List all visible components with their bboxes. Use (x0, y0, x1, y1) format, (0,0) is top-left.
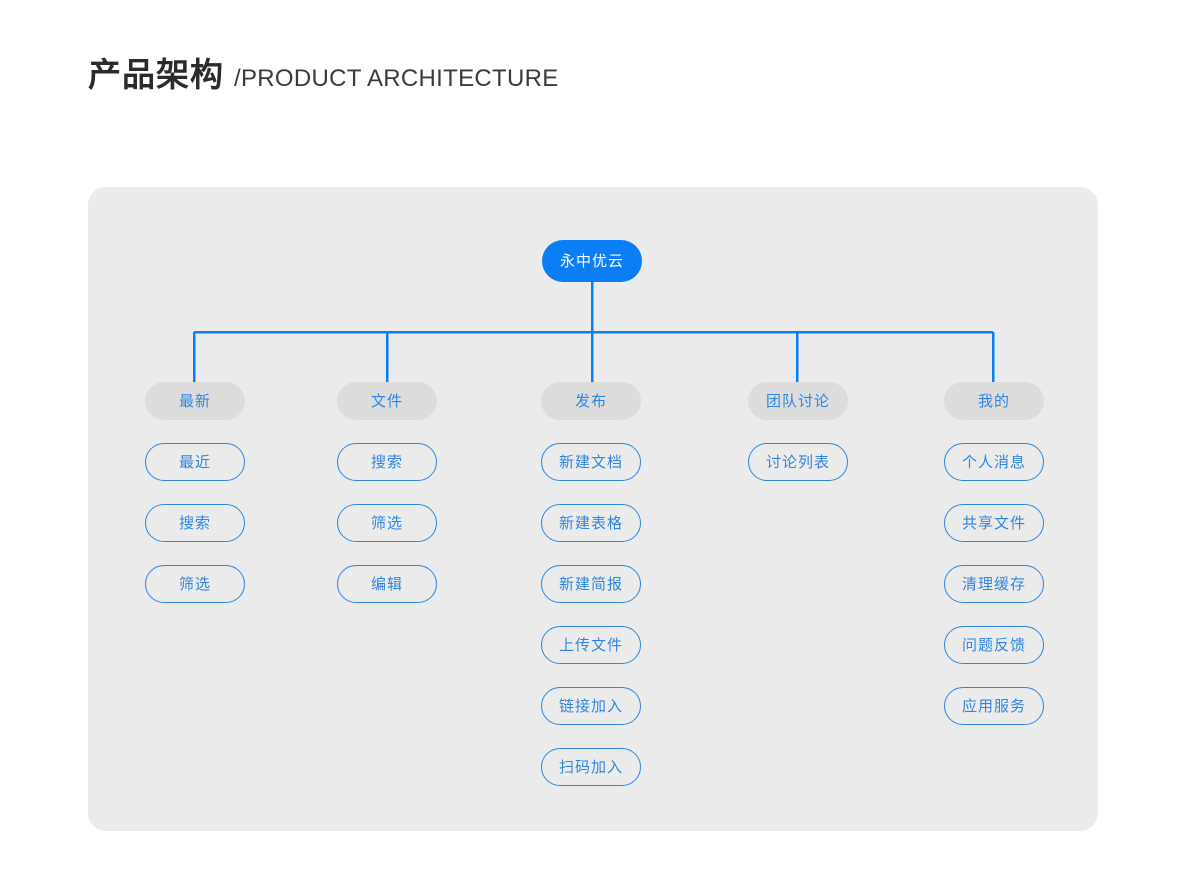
node-leaf-files-1[interactable]: 筛选 (337, 504, 437, 542)
node-leaf-mine-3[interactable]: 问题反馈 (944, 626, 1044, 664)
node-leaf-publish-1[interactable]: 新建表格 (541, 504, 641, 542)
node-leaf-mine-1[interactable]: 共享文件 (944, 504, 1044, 542)
node-branch-team-discussion[interactable]: 团队讨论 (748, 382, 848, 420)
node-leaf-label: 扫码加入 (558, 758, 623, 776)
node-leaf-publish-3[interactable]: 上传文件 (541, 626, 641, 664)
node-leaf-files-2[interactable]: 编辑 (337, 565, 437, 603)
node-leaf-label: 个人消息 (961, 453, 1026, 471)
node-leaf-label: 搜索 (370, 453, 403, 471)
node-leaf-label: 编辑 (370, 575, 403, 593)
node-leaf-label: 筛选 (370, 514, 403, 532)
node-leaf-files-0[interactable]: 搜索 (337, 443, 437, 481)
node-root-label: 永中优云 (559, 252, 624, 270)
node-leaf-label: 新建简报 (558, 575, 623, 593)
node-branch-files[interactable]: 文件 (337, 382, 437, 420)
node-leaf-mine-2[interactable]: 清理缓存 (944, 565, 1044, 603)
node-leaf-mine-0[interactable]: 个人消息 (944, 443, 1044, 481)
node-branch-latest[interactable]: 最新 (145, 382, 245, 420)
node-branch-mine[interactable]: 我的 (944, 382, 1044, 420)
node-branch-publish[interactable]: 发布 (541, 382, 641, 420)
node-leaf-label: 链接加入 (558, 697, 623, 715)
node-leaf-label: 讨论列表 (765, 453, 830, 471)
node-leaf-label: 最近 (178, 453, 211, 471)
node-leaf-team-discussion-0[interactable]: 讨论列表 (748, 443, 848, 481)
node-leaf-label: 上传文件 (558, 636, 623, 654)
node-leaf-publish-0[interactable]: 新建文档 (541, 443, 641, 481)
page-title-english: /PRODUCT ARCHITECTURE (234, 65, 559, 92)
node-leaf-latest-1[interactable]: 搜索 (145, 504, 245, 542)
node-leaf-publish-4[interactable]: 链接加入 (541, 687, 641, 725)
node-leaf-publish-2[interactable]: 新建简报 (541, 565, 641, 603)
node-branch-team-discussion-label: 团队讨论 (765, 392, 830, 410)
page-header: 产品架构 /PRODUCT ARCHITECTURE (88, 48, 559, 96)
diagram-canvas: 永中优云 最新 文件 发布 团队讨论 我的 最近 搜索 筛选 搜索 (88, 187, 1098, 831)
node-leaf-latest-0[interactable]: 最近 (145, 443, 245, 481)
architecture-diagram-panel: 永中优云 最新 文件 发布 团队讨论 我的 最近 搜索 筛选 搜索 (88, 187, 1098, 831)
node-leaf-label: 问题反馈 (961, 636, 1026, 654)
node-leaf-label: 筛选 (178, 575, 211, 593)
node-leaf-label: 应用服务 (961, 697, 1026, 715)
node-branch-latest-label: 最新 (178, 392, 211, 410)
node-leaf-label: 新建文档 (558, 453, 623, 471)
node-leaf-label: 清理缓存 (961, 575, 1026, 593)
node-leaf-label: 搜索 (178, 514, 211, 532)
node-root[interactable]: 永中优云 (542, 240, 642, 282)
node-leaf-latest-2[interactable]: 筛选 (145, 565, 245, 603)
node-branch-publish-label: 发布 (574, 392, 607, 410)
node-branch-mine-label: 我的 (977, 392, 1010, 410)
node-leaf-label: 新建表格 (558, 514, 623, 532)
node-leaf-publish-5[interactable]: 扫码加入 (541, 748, 641, 786)
page-title-chinese: 产品架构 (88, 56, 224, 93)
node-branch-files-label: 文件 (370, 392, 403, 410)
node-leaf-label: 共享文件 (961, 514, 1026, 532)
node-leaf-mine-4[interactable]: 应用服务 (944, 687, 1044, 725)
